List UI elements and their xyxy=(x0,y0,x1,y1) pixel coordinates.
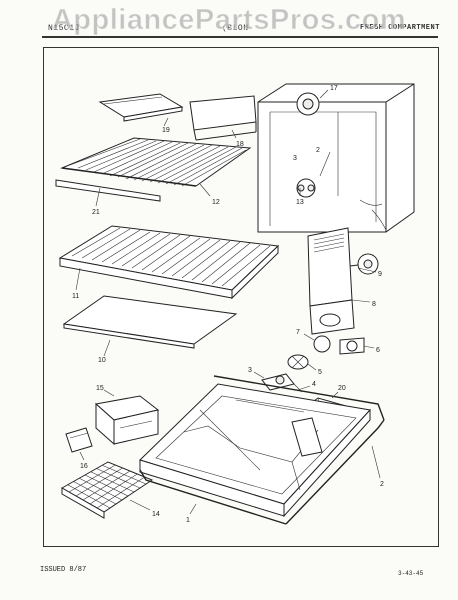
callout-11: 11 xyxy=(72,293,79,300)
callout-1: 1 xyxy=(186,517,190,524)
part-16-strip xyxy=(65,427,93,453)
callout-19: 19 xyxy=(162,127,170,134)
part-7-damper xyxy=(313,335,365,355)
cabinet-interior xyxy=(257,83,415,233)
leader-lines xyxy=(75,89,381,515)
issued-date: ISSUED 8/87 xyxy=(40,566,87,574)
part-15-drawer xyxy=(94,395,160,446)
callout-15: 15 xyxy=(96,385,104,392)
callout-18: 18 xyxy=(236,141,244,148)
watermark: AppliancePartsPros.com xyxy=(51,4,407,37)
callout-10: 10 xyxy=(98,357,106,364)
part-9-control-knob xyxy=(349,253,379,275)
callout-3-upper: 3 xyxy=(293,155,297,162)
callout-16: 16 xyxy=(80,463,88,470)
part-1-pan xyxy=(139,383,371,518)
callout-12: 12 xyxy=(212,199,220,206)
part-2-gasket xyxy=(139,375,385,525)
callout-9: 9 xyxy=(378,271,382,278)
page-code: 3-43-45 xyxy=(398,570,424,577)
callout-5: 5 xyxy=(318,369,322,376)
part-12-wire-shelf xyxy=(60,137,252,187)
header-mid-text: (BLON xyxy=(222,24,249,33)
callout-8: 8 xyxy=(372,301,376,308)
callout-4: 4 xyxy=(312,381,316,388)
part-8-control-housing xyxy=(307,227,355,335)
part-18-panel xyxy=(189,95,257,141)
callout-2-lower: 2 xyxy=(380,481,384,488)
part-10-glass-panel xyxy=(62,295,238,349)
part-11-shelf-frame xyxy=(58,225,280,300)
callout-3-lower: 3 xyxy=(248,367,252,374)
callout-20: 20 xyxy=(338,385,346,392)
part-5-fan xyxy=(287,354,309,370)
part-19-shelf xyxy=(98,93,184,122)
diagram-frame xyxy=(43,47,439,547)
callout-6: 6 xyxy=(376,347,380,354)
part-21-trim xyxy=(55,179,161,202)
header-model-text: N15C1J xyxy=(48,24,80,33)
callout-14: 14 xyxy=(152,511,160,518)
header-section-title: FRESH COMPARTMENT xyxy=(360,24,440,32)
callout-17: 17 xyxy=(330,85,338,92)
callout-7: 7 xyxy=(296,329,300,336)
callout-13: 13 xyxy=(296,199,304,206)
part-14-ice-tray xyxy=(60,461,154,519)
callout-21: 21 xyxy=(92,209,100,216)
callout-2-upper: 2 xyxy=(316,147,320,154)
header-rule xyxy=(42,36,438,38)
